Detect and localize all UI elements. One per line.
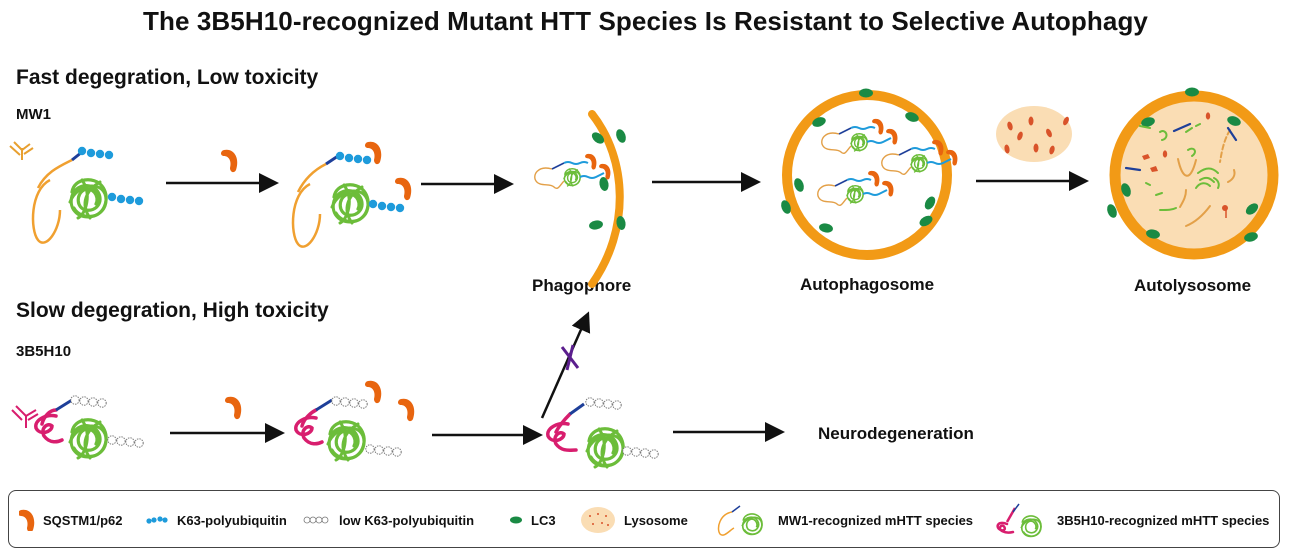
legend-label: Lysosome <box>624 512 688 528</box>
autolysosome-label: Autolysosome <box>1134 276 1252 295</box>
free-p62-icon-row2 <box>225 396 242 420</box>
lysosome <box>996 106 1072 162</box>
k63-polyubiquitin-icon <box>146 516 168 524</box>
legend-item-k63: K63-polyubiquitin <box>145 491 287 549</box>
legend-item-lysosome: Lysosome <box>580 491 688 549</box>
3b5h10-mhtt-icon <box>996 503 1042 538</box>
mw1-mhtt-p62-bound <box>291 141 412 248</box>
blocked-arrow <box>540 311 591 419</box>
legend-label: MW1-recognized mHTT species <box>778 512 974 528</box>
pathway-diagram <box>9 87 1279 469</box>
legend-label: low K63-polyubiquitin <box>339 512 475 528</box>
autophagosome <box>779 88 957 260</box>
fast-pathway-heading: Fast degegration, Low toxicity <box>16 66 319 89</box>
autophagosome-label: Autophagosome <box>800 275 935 294</box>
phagophore-label: Phagophore <box>532 276 632 295</box>
legend-label: 3B5H10-recognized mHTT species <box>1057 512 1270 528</box>
3b5h10-mhtt-p62-nearby <box>294 380 415 462</box>
legend-label: LC3 <box>531 512 556 528</box>
3b5h10-antibody-icon <box>11 405 39 428</box>
neurodegeneration-label: Neurodegeneration <box>818 424 974 443</box>
legend-item-low-k63: low K63-polyubiquitin <box>303 491 474 549</box>
block-x-icon <box>560 344 580 371</box>
legend-item-p62: SQSTM1/p62 <box>19 491 122 549</box>
mw1-mhtt-initial <box>9 141 144 244</box>
slow-pathway-heading: Slow degegration, High toxicity <box>16 299 329 322</box>
p62-icon <box>19 509 35 531</box>
legend: SQSTM1/p62 K63-polyubiquitin low K63-pol… <box>8 490 1280 548</box>
lc3-icon <box>510 516 522 524</box>
3b5h10-mhtt-initial <box>11 395 144 460</box>
mw1-antibody-label: MW1 <box>16 106 51 123</box>
free-p62-icon <box>221 149 238 173</box>
3b5h10-antibody-label: 3B5H10 <box>16 343 72 360</box>
figure-title: The 3B5H10-recognized Mutant HTT Species… <box>143 6 1148 36</box>
legend-label: K63-polyubiquitin <box>177 512 287 528</box>
mw1-mhtt-icon <box>717 505 763 536</box>
legend-item-lc3: LC3 <box>509 491 556 549</box>
autolysosome <box>1105 87 1279 260</box>
legend-item-mw1-mhtt: MW1-recognized mHTT species <box>714 491 973 549</box>
3b5h10-mhtt-final <box>546 397 659 469</box>
phagophore <box>535 110 628 288</box>
legend-label: SQSTM1/p62 <box>43 512 123 528</box>
mw1-antibody-icon <box>9 141 34 160</box>
low-k63-polyubiquitin-icon <box>303 516 329 524</box>
lysosome-icon <box>581 507 615 533</box>
legend-item-3b5h10-mhtt: 3B5H10-recognized mHTT species <box>993 491 1269 549</box>
